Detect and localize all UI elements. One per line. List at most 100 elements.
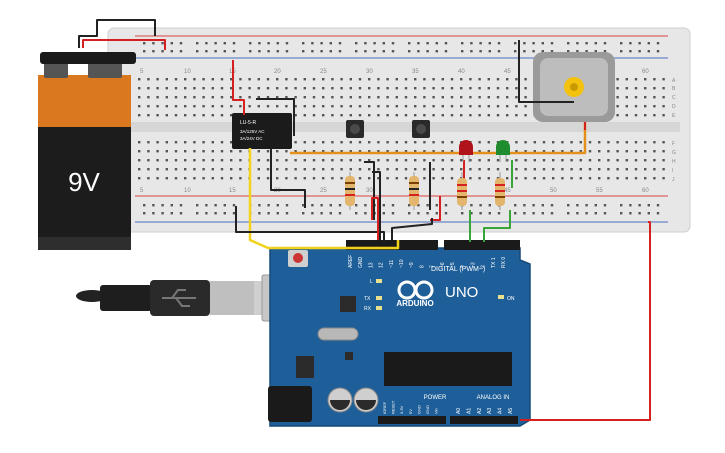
breadboard-hole	[620, 212, 623, 215]
breadboard-hole	[469, 87, 472, 90]
breadboard-hole	[165, 114, 168, 117]
dc-motor[interactable]	[533, 52, 615, 122]
breadboard-hole	[165, 105, 168, 108]
breadboard-hole	[533, 159, 536, 162]
battery-9v[interactable]: 9V	[38, 52, 136, 250]
col-number: 25	[320, 188, 327, 194]
breadboard-hole	[404, 141, 408, 144]
resistor[interactable]	[495, 172, 505, 210]
breadboard-hole	[364, 42, 367, 45]
breadboard-hole	[395, 78, 398, 81]
breadboard-hole	[579, 177, 582, 180]
breadboard-hole	[417, 204, 420, 207]
breadboard-hole	[303, 114, 306, 117]
green-led[interactable]	[496, 140, 510, 162]
breadboard-hole	[303, 177, 306, 180]
breadboard-hole	[532, 204, 535, 207]
breadboard-hole	[230, 150, 233, 153]
relay[interactable]: LU-5-R 3A/125V AC 3A/24V DC	[232, 113, 292, 149]
breadboard-hole	[294, 96, 297, 99]
wires	[78, 19, 651, 421]
breadboard-hole	[257, 159, 260, 162]
breadboard-hole	[441, 105, 444, 108]
breadboard-hole	[391, 50, 395, 53]
breadboard-hole	[414, 150, 417, 153]
breadboard-hole	[576, 50, 579, 53]
usb-icon	[162, 289, 196, 307]
breadboard-hole	[644, 105, 647, 108]
breadboard-hole	[377, 87, 380, 90]
breadboard-hole	[552, 141, 555, 144]
breadboard-hole	[450, 105, 454, 108]
breadboard-hole	[423, 87, 426, 90]
resistor[interactable]	[457, 172, 467, 210]
breadboard-hole	[329, 212, 332, 215]
breadboard-hole	[616, 159, 619, 162]
breadboard-hole	[469, 177, 472, 180]
breadboard-hole	[322, 105, 325, 108]
breadboard-hole	[444, 42, 448, 45]
pin-label: 7	[430, 265, 436, 268]
breadboard-hole	[248, 78, 251, 81]
breadboard-hole	[426, 50, 429, 53]
breadboard-hole	[174, 105, 178, 108]
pushbutton[interactable]	[412, 120, 430, 138]
resistor[interactable]	[345, 172, 355, 210]
breadboard-hole	[312, 177, 316, 180]
breadboard-hole	[211, 78, 214, 81]
breadboard-hole	[174, 114, 178, 117]
breadboard-hole	[487, 141, 490, 144]
breadboard-hole	[285, 159, 288, 162]
breadboard-hole	[147, 168, 150, 171]
breadboard-hole	[331, 114, 334, 117]
pushbutton[interactable]	[346, 120, 364, 138]
breadboard-hole	[616, 78, 619, 81]
breadboard-hole	[478, 87, 481, 90]
breadboard-hole	[461, 212, 464, 215]
red-led[interactable]	[459, 140, 473, 162]
breadboard-hole	[426, 204, 429, 207]
breadboard-hole	[561, 150, 564, 153]
breadboard-hole	[303, 87, 306, 90]
breadboard-hole	[193, 78, 196, 81]
breadboard-hole	[165, 87, 168, 90]
breadboard-hole	[205, 204, 208, 207]
row-letter: I	[672, 168, 673, 174]
breadboard-hole	[257, 150, 260, 153]
breadboard-hole	[294, 141, 297, 144]
breadboard-hole	[368, 105, 371, 108]
row-letter: C	[672, 95, 676, 101]
breadboard-hole	[267, 204, 270, 207]
breadboard-hole	[312, 96, 316, 99]
breadboard-hole	[616, 177, 619, 180]
breadboard-hole	[391, 42, 395, 45]
resistor[interactable]	[409, 172, 419, 210]
breadboard-hole	[184, 159, 187, 162]
breadboard-hole	[423, 78, 426, 81]
breadboard-hole	[542, 141, 546, 144]
breadboard-hole	[358, 105, 362, 108]
breadboard-hole	[377, 168, 380, 171]
breadboard-hole	[444, 204, 448, 207]
breadboard-hole	[478, 96, 481, 99]
breadboard-hole	[625, 168, 628, 171]
breadboard-hole	[662, 150, 665, 153]
breadboard-hole	[656, 42, 660, 45]
breadboard-hole	[432, 114, 435, 117]
breadboard-hole	[138, 96, 141, 99]
breadboard-hole	[620, 204, 623, 207]
breadboard-hole	[395, 114, 398, 117]
breadboard-hole	[267, 212, 270, 215]
breadboard-hole	[340, 159, 343, 162]
breadboard-hole	[567, 212, 570, 215]
breadboard-hole	[391, 204, 395, 207]
pin-label: RX 0	[501, 257, 507, 268]
breadboard-hole	[653, 141, 656, 144]
pin-label: ~3	[470, 262, 476, 268]
breadboard-hole	[567, 50, 570, 53]
pin-label: A4	[498, 408, 504, 414]
breadboard-hole	[285, 212, 289, 215]
breadboard-hole	[435, 50, 438, 53]
